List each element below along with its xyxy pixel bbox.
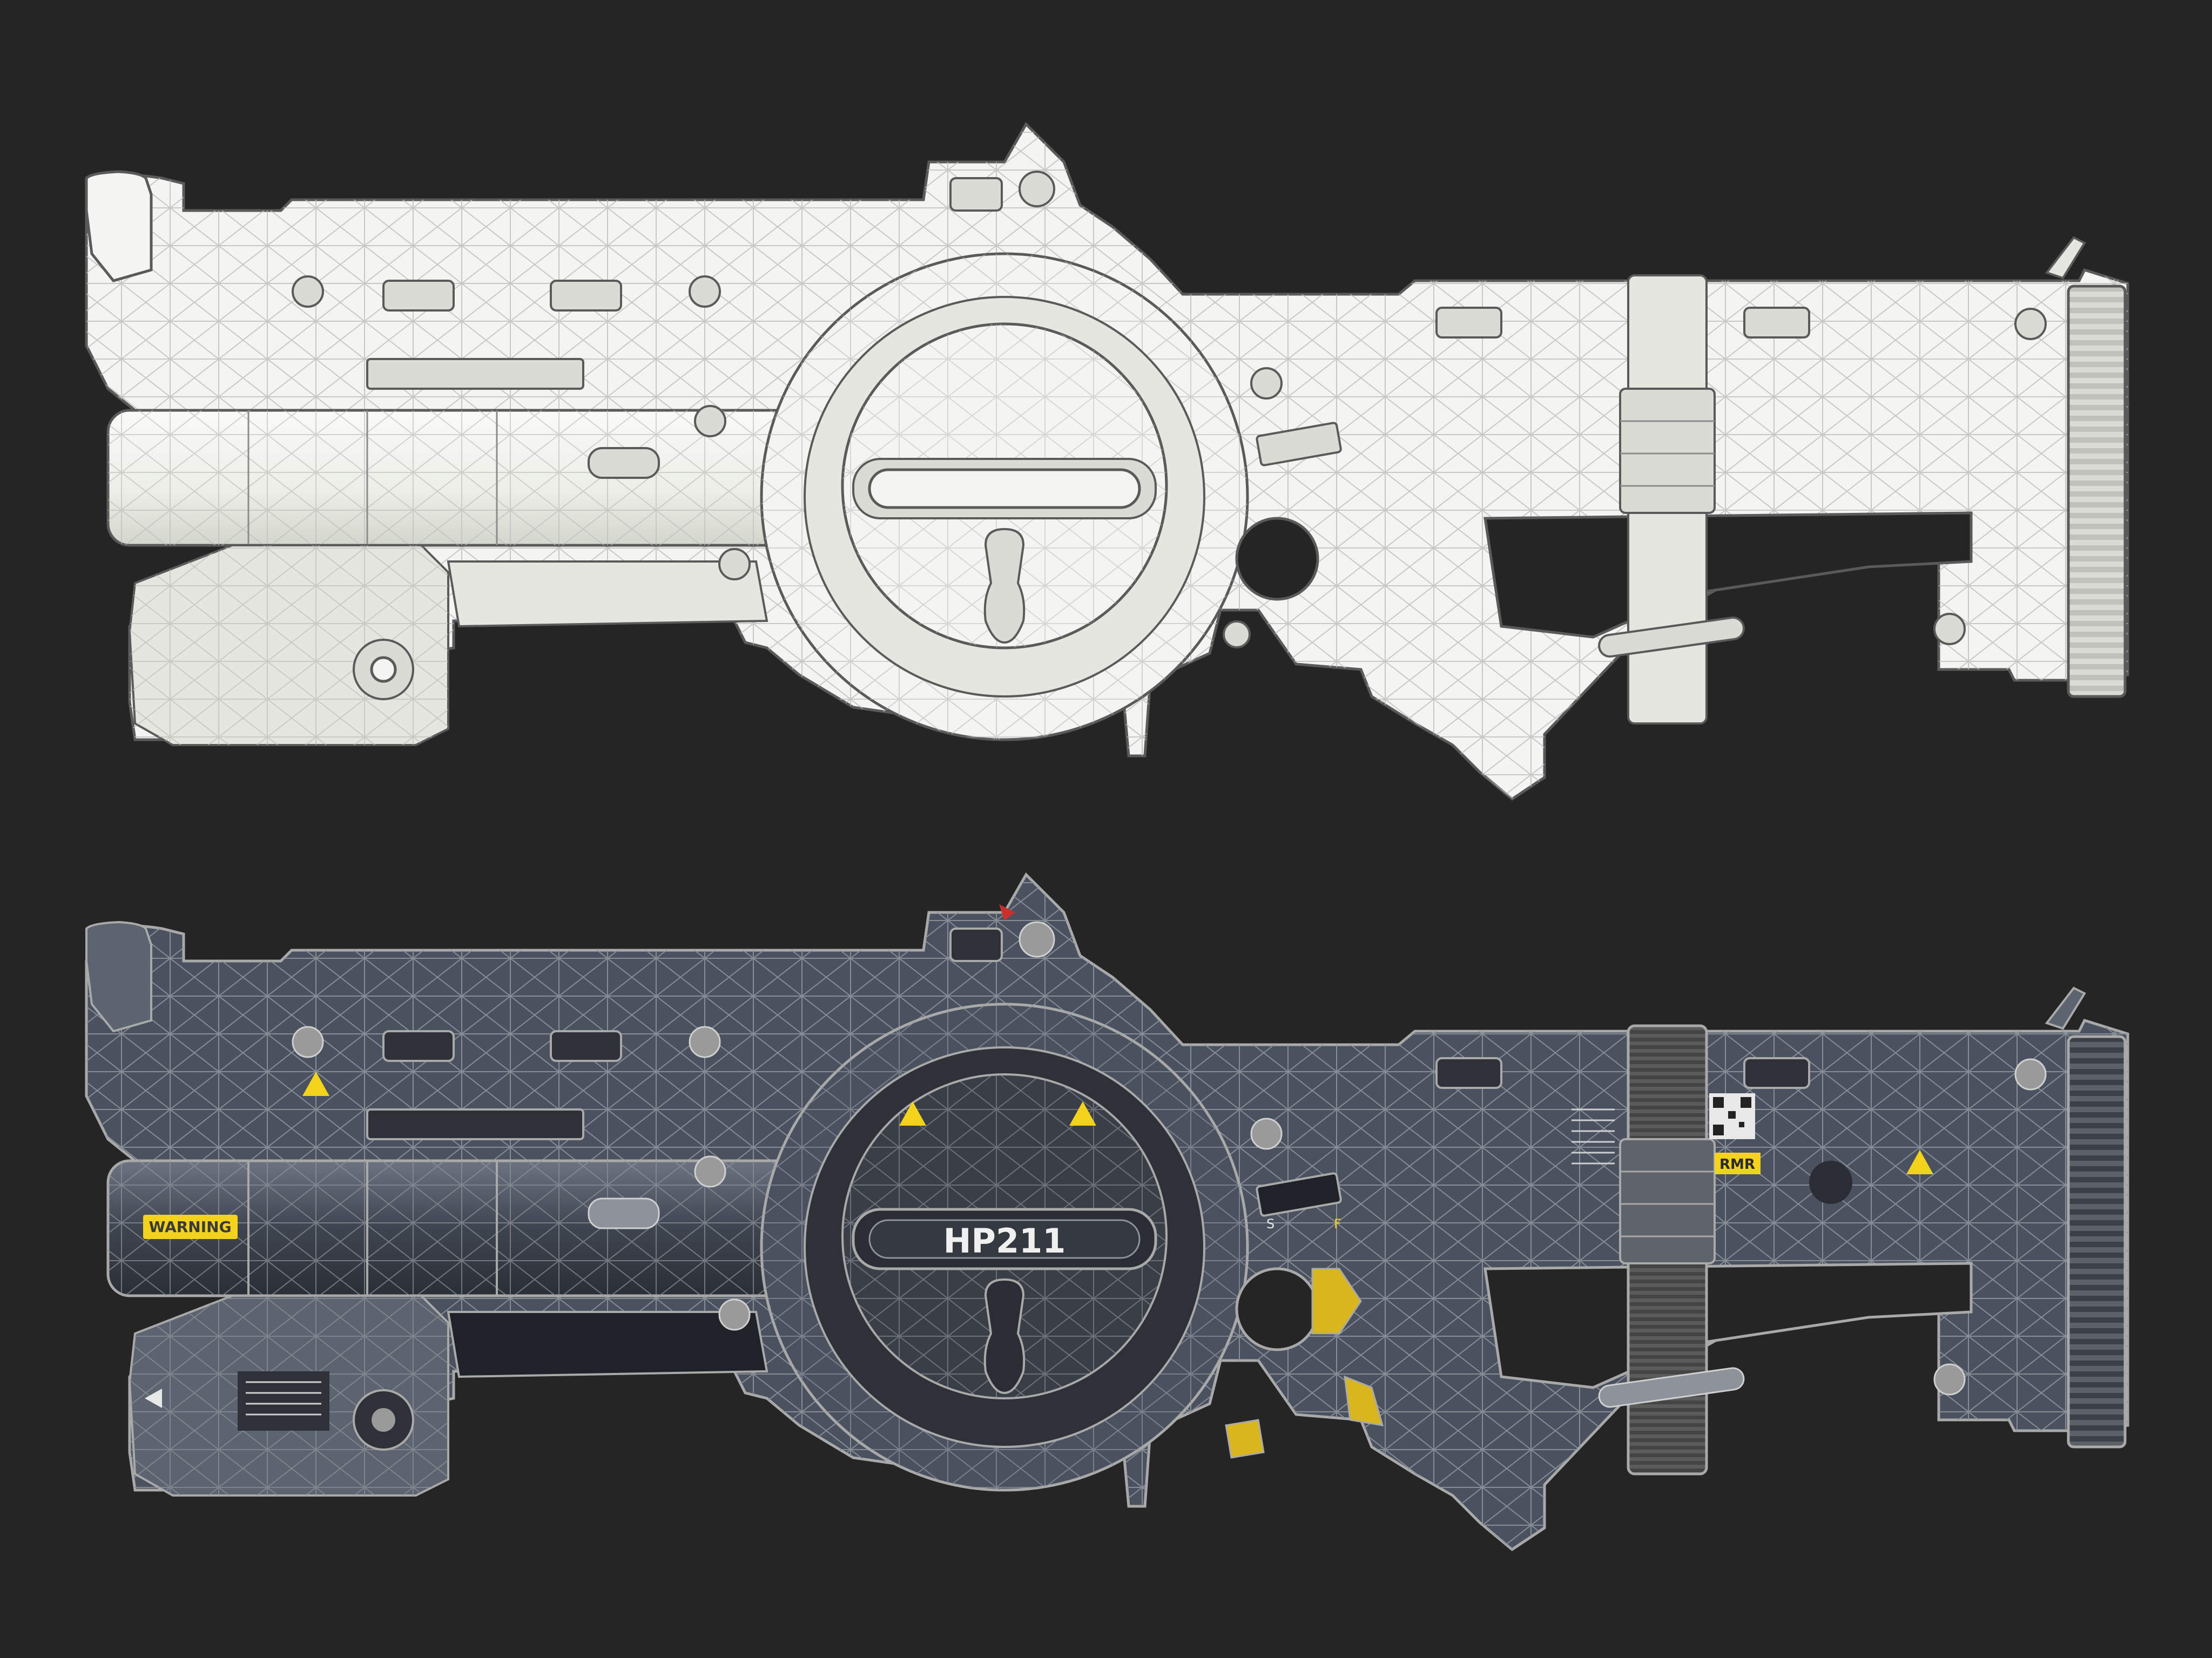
stock-hole	[1483, 511, 1973, 639]
red-accent	[999, 904, 1015, 921]
butt-plate	[2067, 1035, 2127, 1449]
warning-triangle	[1906, 1150, 1933, 1174]
selector-fire: F	[1334, 1216, 1341, 1231]
trigger-accent	[1344, 1375, 1384, 1426]
warning-label-text: WARNING	[149, 1218, 231, 1236]
warning-label	[143, 1215, 238, 1239]
rear-sight	[85, 921, 152, 1033]
warning-triangle	[899, 1101, 926, 1126]
butt-plate	[2067, 285, 2127, 698]
bolt-heads	[292, 921, 2047, 1396]
brand-tag	[1715, 1153, 1761, 1174]
selector-safe: S	[1266, 1216, 1274, 1231]
clay-wireframe-model	[85, 124, 2128, 799]
model-name: HP211	[943, 1221, 1066, 1261]
rear-sight	[85, 170, 153, 282]
qr-code	[1709, 1093, 1755, 1139]
textured-wireframe-model: WARNING HP211	[86, 875, 2128, 1549]
stock-fine-print	[1572, 1108, 1615, 1165]
bolt-heads	[292, 171, 2047, 648]
arrow-marker	[145, 1389, 162, 1408]
warning-triangle	[302, 1072, 329, 1096]
brand-tag-text: RMR	[1719, 1156, 1755, 1173]
warning-triangle	[1069, 1101, 1096, 1126]
stock-hole	[1483, 1262, 1973, 1389]
trigger-accent	[1311, 1268, 1362, 1335]
